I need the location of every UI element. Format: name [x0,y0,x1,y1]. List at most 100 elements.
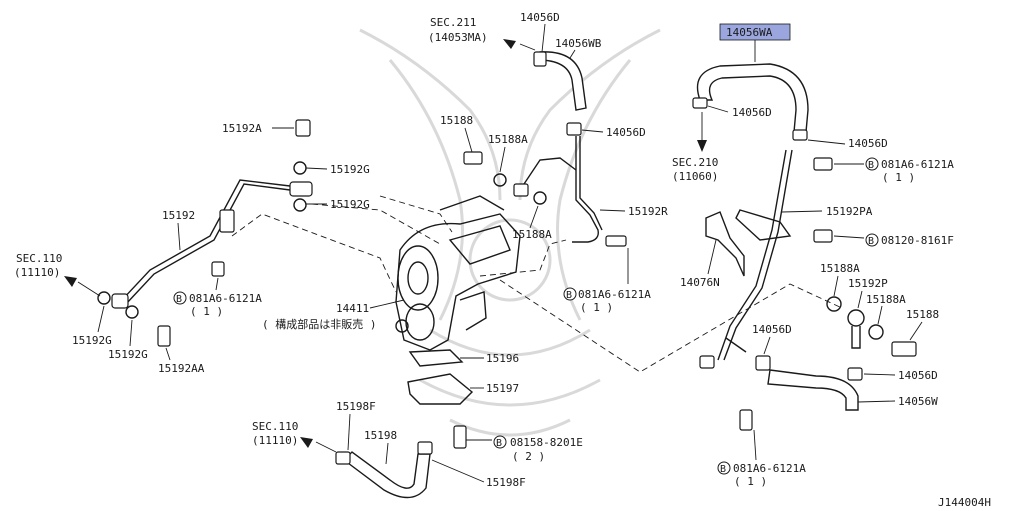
part-14056D-c-label: 14056D [606,126,646,139]
part-14056WA-label: 14056WA [726,26,773,39]
bolt-081A6-center-label: 081A6-6121A [578,288,651,301]
gasket-15196 [408,349,464,367]
fitting-15192-left [111,293,129,309]
dashed-guide-long [499,279,843,373]
part-15198F-a-label: 15198F [336,400,376,413]
part-14056W-label: 14056W [898,395,938,408]
part-15192-label: 15192 [162,209,195,222]
bolt-081A6-bottom [739,409,753,431]
turbocharger-14411 [395,195,521,351]
dashed-guide-top [311,203,441,245]
bolt-081A6-right-label: 081A6-6121A [881,158,954,171]
part-14411-note: ( 構成部品は非販売 ) [262,317,377,331]
svg-text:B: B [868,160,874,171]
part-15197-label: 15197 [486,382,519,395]
hose-14056WB [533,51,587,111]
part-15192G-c-label: 15192G [72,334,112,347]
part-15196-label: 15196 [486,352,519,365]
part-14076N-label: 14076N [680,276,720,289]
bolt-marker-left [173,291,187,305]
bolt-08158-qty: ( 2 ) [512,450,545,463]
part-15188A-top-label: 15188A [488,133,528,146]
washer-15192G-b [293,198,307,212]
part-14056D-r2-label: 14056D [898,369,938,382]
part-15188A-r1-label: 15188A [820,262,860,275]
pipe-15192R [513,136,603,243]
bolt-08120-label: 08120-8161F [881,234,954,247]
part-15188-top-label: 15188 [440,114,473,127]
bolt-marker-08120 [865,233,879,247]
part-15192G-a-label: 15192G [330,163,370,176]
bolt-081A6-right-qty: ( 1 ) [882,171,915,184]
part-14056D-top-label: 14056D [520,11,560,24]
bolt-081A6-left-qty: ( 1 ) [190,305,223,318]
sec110-a-label: SEC.110 [16,252,62,265]
hose-14056WA [692,63,809,141]
part-15188A-r2-label: 15188A [866,293,906,306]
washer-15188A-r2 [868,324,884,340]
sec211-reference: SEC.211 (14053MA) [428,16,536,51]
washer-15188A-top [493,173,507,187]
part-15198-label: 15198 [364,429,397,442]
part-15192PA-label: 15192PA [826,205,873,218]
pipe-15192 [121,179,291,305]
bolt-081A6-center [605,235,627,247]
bolt-081A6-center-qty: ( 1 ) [580,301,613,314]
bolt-08158 [453,425,467,449]
part-15192G-d-label: 15192G [108,348,148,361]
washer-15192G-d [125,305,139,319]
washer-15188A-r1 [826,296,842,312]
bolt-081A6-left-label: 081A6-6121A [189,292,262,305]
sec210-ref-label: (11060) [672,170,718,183]
bracket-14076N [705,211,745,277]
bracket-15197 [407,373,474,405]
hose-15198 [335,441,433,499]
dashed-guide-right [479,239,567,277]
bolt-15192AA [157,325,171,347]
part-15188A-mid-label: 15188A [512,228,552,241]
diagram-code: J144004H [938,496,991,509]
bolt-marker-bottom [717,461,731,475]
part-14056D-b-label: 14056D [848,137,888,150]
washer-15192G-c [97,291,111,305]
clamp-14056D-c [566,122,582,136]
svg-text:B: B [868,236,874,247]
bolt-081A6-bottom-qty: ( 1 ) [734,475,767,488]
part-14056WB-label: 14056WB [555,37,602,50]
bolt-marker-center [563,287,577,301]
sec110-b-ref-label: (11110) [252,434,298,447]
bolt-15188-r [891,341,917,357]
bolt-08120 [813,229,833,243]
sec110-a-ref-label: (11110) [14,266,60,279]
hose-14056W [755,355,863,411]
bolt-marker-08158 [493,435,507,449]
pipe-15192PA [699,149,793,369]
washer-15192G-a [293,161,307,175]
svg-text:B: B [496,438,502,449]
part-15192P-label: 15192P [848,277,888,290]
bolt-marker-right [865,157,879,171]
dashed-guide-mid [379,195,453,233]
part-15192AA-label: 15192AA [158,362,205,375]
bolt-15188-top [463,151,483,165]
bolt-081A6-right [813,157,833,171]
svg-text:B: B [720,464,726,475]
sec211-label: SEC.211 [430,16,476,29]
sec210-label: SEC.210 [672,156,718,169]
part-14056D-a-label: 14056D [732,106,772,119]
part-15198F-b-label: 15198F [486,476,526,489]
bolt-081A6-left [211,261,225,277]
svg-text:B: B [176,294,182,305]
watermark-emblem [359,28,661,437]
bolt-081A6-bottom-label: 081A6-6121A [733,462,806,475]
part-14056D-r-label: 14056D [752,323,792,336]
fitting-15192P [847,309,865,349]
part-15192R-label: 15192R [628,205,668,218]
fitting-15192 [289,181,313,197]
sec110-b-label: SEC.110 [252,420,298,433]
bolt-15192A [295,119,311,137]
svg-text:B: B [566,290,572,301]
part-15188-r-label: 15188 [906,308,939,321]
part-14411-label: 14411 [336,302,369,315]
